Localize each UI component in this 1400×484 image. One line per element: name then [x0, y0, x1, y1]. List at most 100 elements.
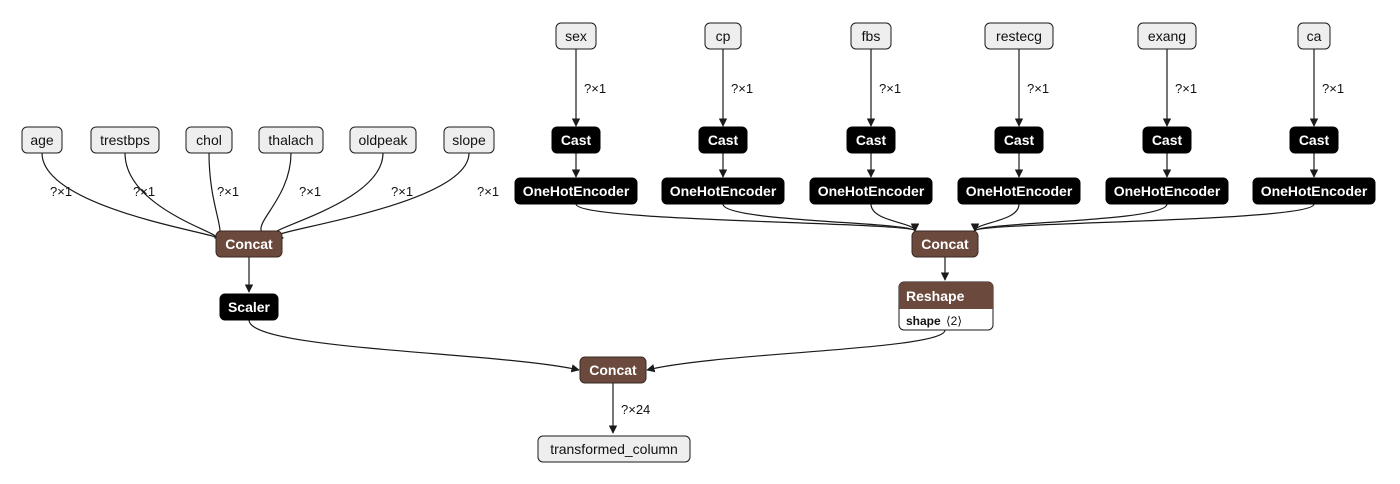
input-age-box — [21, 126, 63, 154]
cast-node-cp-box — [698, 126, 748, 154]
cast-node-sex[interactable]: Cast — [551, 126, 601, 154]
edge-label-oldpeak: ?×1 — [391, 184, 413, 199]
edge-label-output: ?×24 — [621, 402, 650, 417]
edge-label-restecg: ?×1 — [1027, 81, 1049, 96]
cast-node-cp-label: Cast — [708, 132, 739, 148]
input-trestbps-label: trestbps — [100, 132, 150, 148]
edge-label-fbs: ?×1 — [879, 81, 901, 96]
cast-node-cp[interactable]: Cast — [698, 126, 748, 154]
cast-node-restecg-box — [994, 126, 1044, 154]
edge-oldpeak-concat — [271, 152, 384, 242]
input-cp-box — [704, 22, 742, 50]
input-restecg[interactable]: restecg — [984, 22, 1054, 50]
cast-node-sex-label: Cast — [561, 132, 592, 148]
input-chol[interactable]: chol — [185, 126, 233, 154]
edge-label-exang: ?×1 — [1175, 81, 1197, 96]
input-sex[interactable]: sex — [555, 22, 597, 50]
edge-label-cp: ?×1 — [731, 81, 753, 96]
edge-label-thalach: ?×1 — [299, 184, 321, 199]
cast-node-sex-box — [551, 126, 601, 154]
onehotencoder-node-sex-label: OneHotEncoder — [523, 183, 630, 199]
concat-final-node[interactable]: Concat — [579, 356, 647, 384]
input-exang[interactable]: exang — [1137, 22, 1197, 50]
onehotencoder-node-exang-label: OneHotEncoder — [1114, 183, 1221, 199]
edge-encoder-concat-ca — [971, 203, 1315, 232]
input-thalach[interactable]: thalach — [258, 126, 324, 154]
scaler-node-box — [219, 293, 279, 321]
concat-categorical-node[interactable]: Concat — [911, 230, 979, 258]
input-oldpeak[interactable]: oldpeak — [349, 126, 417, 154]
cast-node-fbs-box — [846, 126, 896, 154]
onehotencoder-node-ca-box — [1252, 177, 1376, 205]
output-transformed-column[interactable]: transformed_column — [537, 435, 691, 463]
onehotencoder-node-restecg[interactable]: OneHotEncoder — [957, 177, 1081, 205]
input-chol-box — [185, 126, 233, 154]
input-sex-label: sex — [565, 28, 587, 44]
onehotencoder-node-ca[interactable]: OneHotEncoder — [1252, 177, 1376, 205]
input-ca[interactable]: ca — [1297, 22, 1331, 50]
edge-label-slope: ?×1 — [477, 184, 499, 199]
concat-final-node-box — [579, 356, 647, 384]
input-cp-label: cp — [716, 28, 731, 44]
output-transformed-column-box — [537, 435, 691, 463]
input-restecg-box — [984, 22, 1054, 50]
edge-label-ca: ?×1 — [1322, 81, 1344, 96]
input-slope-box — [443, 126, 495, 154]
concat-final-node-label: Concat — [589, 362, 637, 378]
input-thalach-box — [258, 126, 324, 154]
onehotencoder-node-fbs[interactable]: OneHotEncoder — [809, 177, 933, 205]
input-chol-label: chol — [196, 132, 222, 148]
onehotencoder-node-restecg-box — [957, 177, 1081, 205]
scaler-node[interactable]: Scaler — [219, 293, 279, 321]
input-ca-box — [1297, 22, 1331, 50]
input-age[interactable]: age — [21, 126, 63, 154]
concat-categorical-node-label: Concat — [921, 236, 969, 252]
concat-categorical-node-box — [911, 230, 979, 258]
input-thalach-label: thalach — [268, 132, 313, 148]
scaler-node-label: Scaler — [228, 299, 271, 315]
input-restecg-label: restecg — [996, 28, 1042, 44]
cast-node-exang[interactable]: Cast — [1142, 126, 1192, 154]
input-fbs-box — [850, 22, 892, 50]
concat-numeric-node-box — [215, 230, 283, 258]
input-trestbps[interactable]: trestbps — [90, 126, 160, 154]
reshape-header — [899, 282, 993, 309]
input-trestbps-box — [90, 126, 160, 154]
onehotencoder-node-sex-box — [514, 177, 638, 205]
input-cp[interactable]: cp — [704, 22, 742, 50]
edge-label-age: ?×1 — [50, 184, 72, 199]
concat-numeric-node-label: Concat — [225, 236, 273, 252]
cast-node-exang-label: Cast — [1152, 132, 1183, 148]
edge-age-concat — [41, 152, 224, 241]
concat-numeric-node[interactable]: Concat — [215, 230, 283, 258]
onehotencoder-node-cp[interactable]: OneHotEncoder — [661, 177, 785, 205]
cast-node-restecg-label: Cast — [1004, 132, 1035, 148]
edge-encoder-concat-fbs — [870, 203, 920, 232]
onehotencoder-node-ca-label: OneHotEncoder — [1261, 183, 1368, 199]
input-oldpeak-box — [349, 126, 417, 154]
cast-node-ca[interactable]: Cast — [1289, 126, 1339, 154]
cast-node-ca-label: Cast — [1299, 132, 1330, 148]
input-slope-label: slope — [452, 132, 486, 148]
edge-label-chol: ?×1 — [217, 184, 239, 199]
cast-node-restecg[interactable]: Cast — [994, 126, 1044, 154]
edge-encoder-concat-cp — [722, 203, 920, 232]
cast-node-fbs[interactable]: Cast — [846, 126, 896, 154]
input-age-label: age — [30, 132, 54, 148]
edge-scaler-final-concat — [248, 319, 580, 373]
input-ca-label: ca — [1307, 28, 1322, 44]
edge-encoder-concat-sex — [575, 203, 919, 232]
onehotencoder-node-exang[interactable]: OneHotEncoder — [1105, 177, 1229, 205]
input-slope[interactable]: slope — [443, 126, 495, 154]
onehotencoder-node-cp-box — [661, 177, 785, 205]
onehotencoder-node-sex[interactable]: OneHotEncoder — [514, 177, 638, 205]
reshape-attr-name: shape — [906, 314, 941, 328]
input-exang-box — [1137, 22, 1197, 50]
input-fbs[interactable]: fbs — [850, 22, 892, 50]
onehotencoder-node-cp-label: OneHotEncoder — [670, 183, 777, 199]
reshape-attr-value: ⟨2⟩ — [946, 314, 962, 328]
onehotencoder-node-restecg-label: OneHotEncoder — [966, 183, 1073, 199]
edge-label-trestbps: ?×1 — [133, 184, 155, 199]
